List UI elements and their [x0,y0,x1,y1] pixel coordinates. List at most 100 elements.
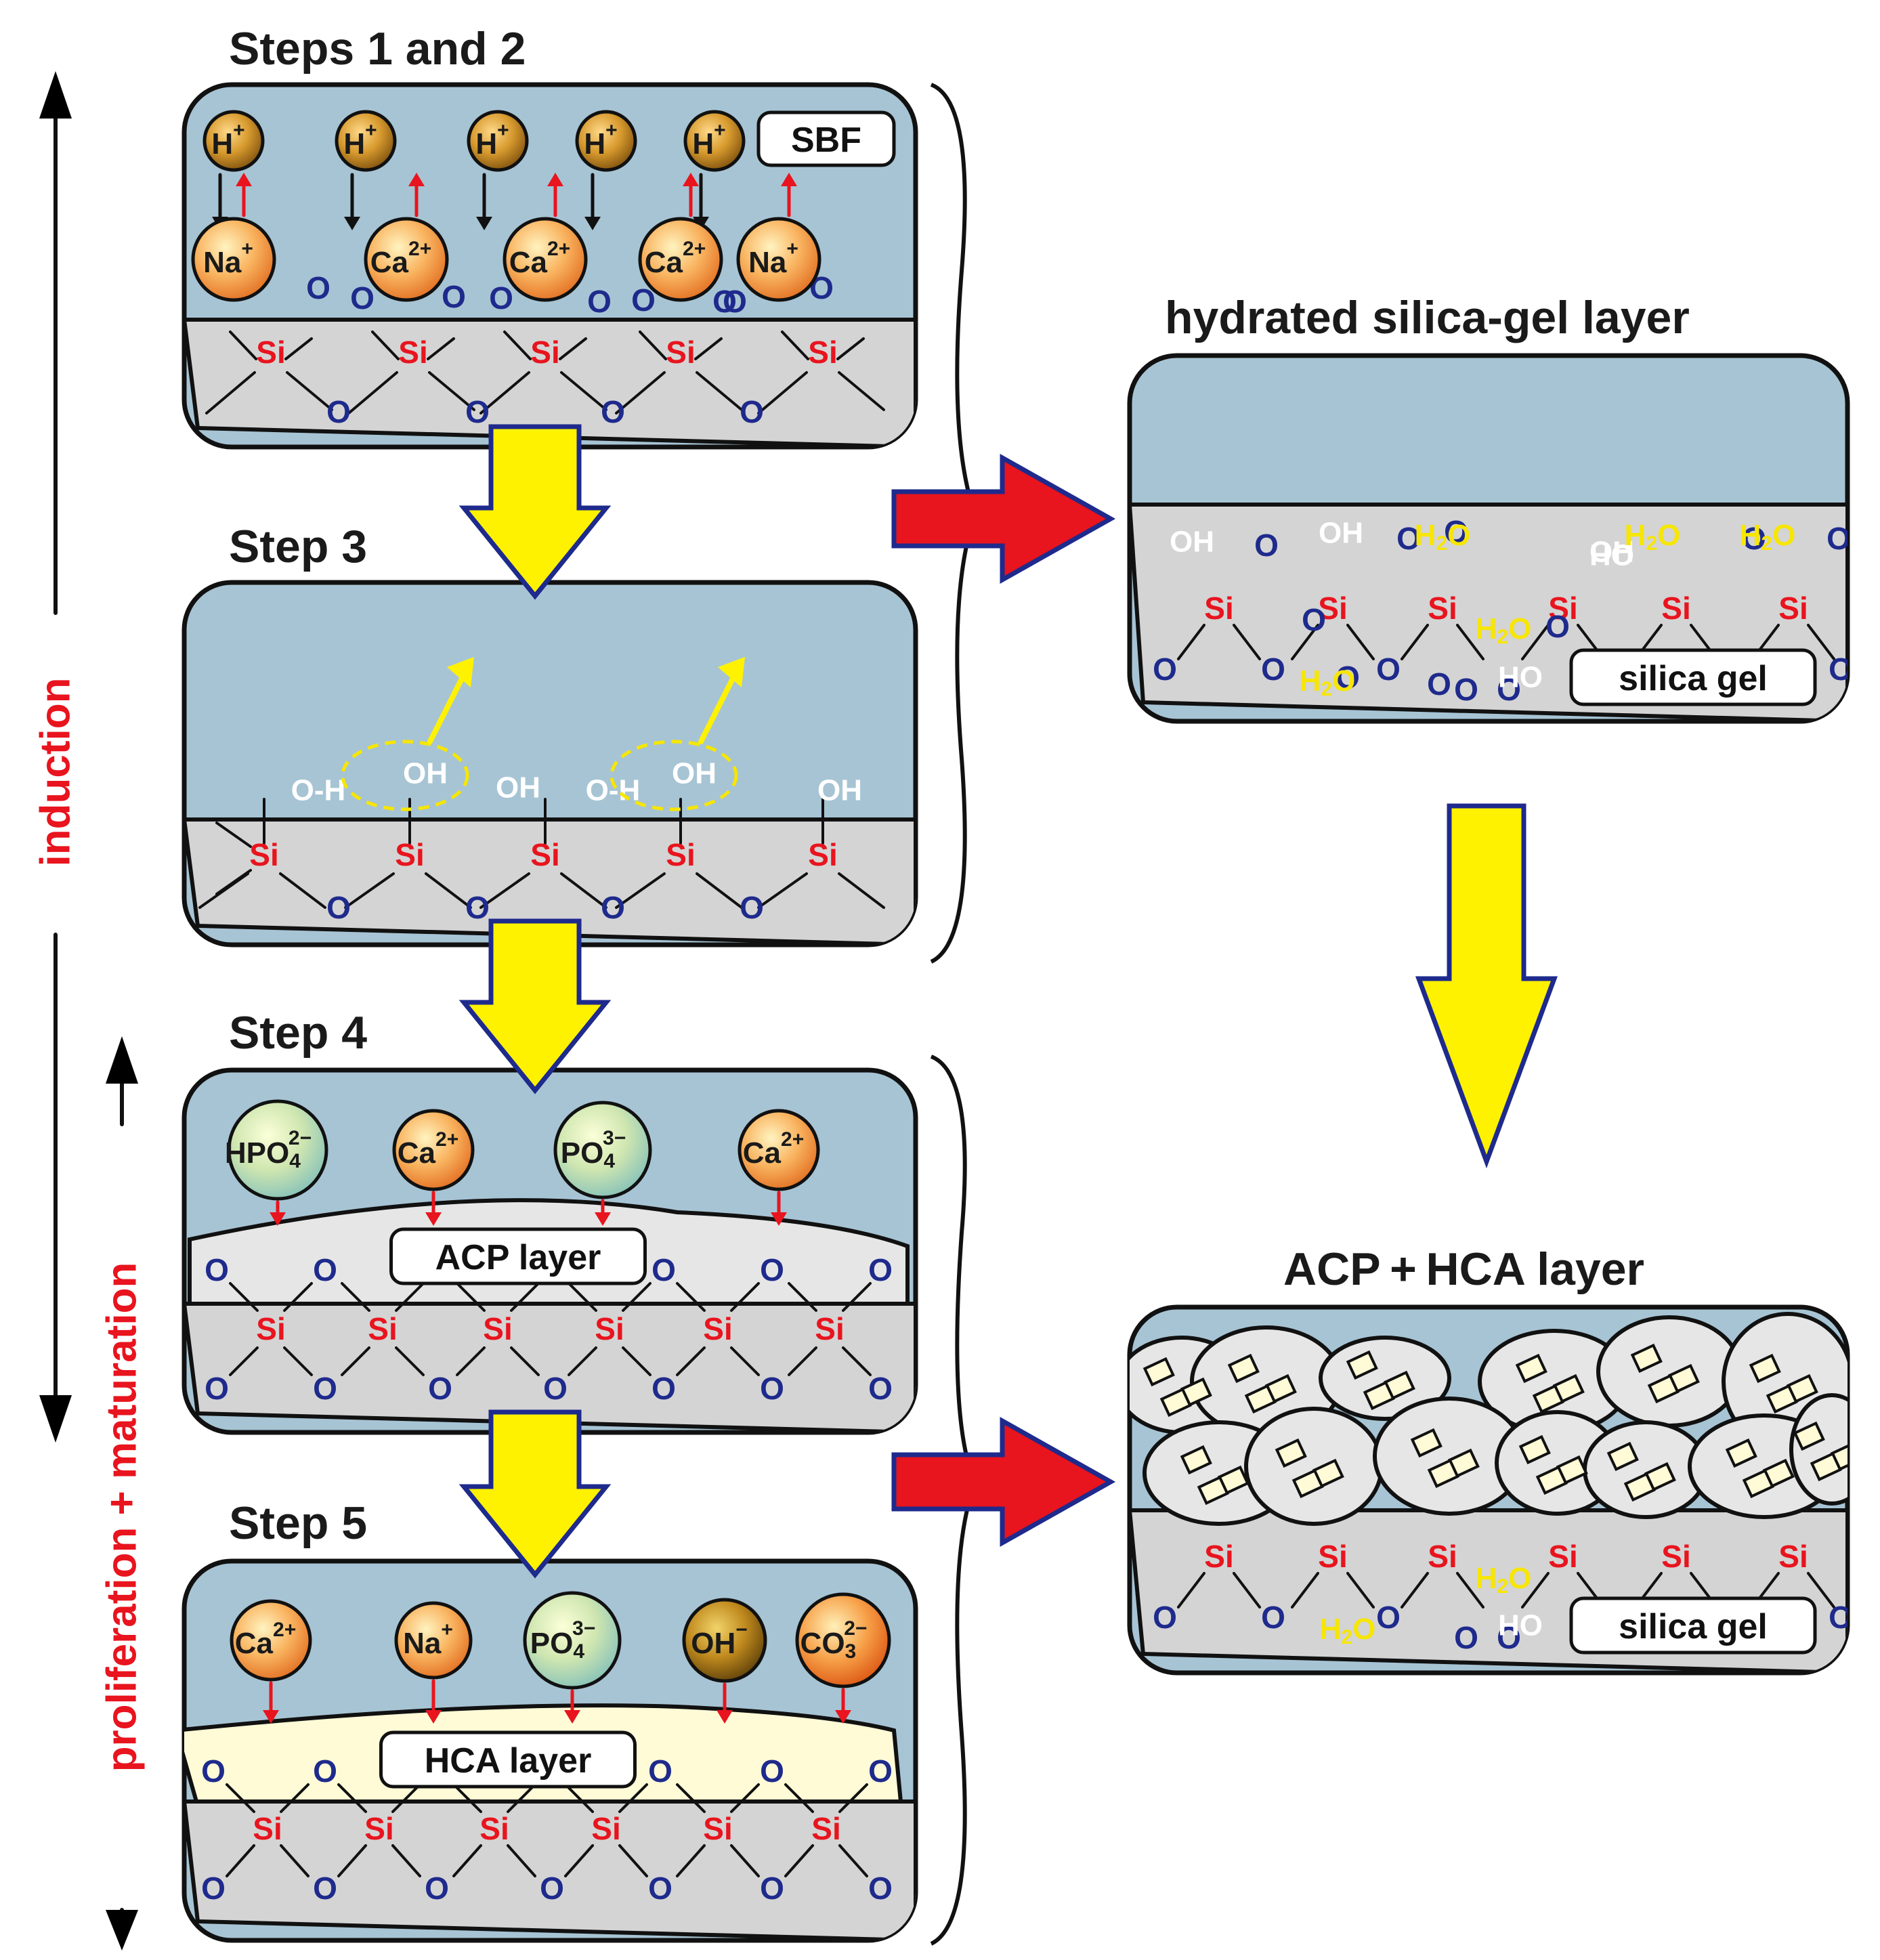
water-molecule: H2O [1300,664,1356,700]
bond-line [838,872,885,909]
cation: Ca2+ [503,217,588,302]
glass-substrate [184,1302,916,1432]
oxygen-atom: O [760,1252,784,1287]
hydrogen-ion: H+ [575,110,637,172]
si-atom: Si [811,1811,840,1846]
yellow-arrow-step12-to-3 [458,424,612,600]
water-molecule: H2O [1476,1562,1532,1598]
water-release-arrowhead [447,657,474,687]
bond-line [1521,1572,1550,1609]
bond-line [347,371,398,414]
solution-ion-circle [523,1591,622,1690]
si-atom: Si [483,1311,512,1346]
bond-line [395,1346,425,1376]
bond-line [280,1783,309,1813]
condensation-ellipse [610,740,738,811]
sbf-label-frame [756,110,896,167]
oxygen-atom: O [1261,1600,1285,1635]
solution-ion-label: Na+ [403,1619,453,1660]
solution-ion-circle [682,1598,767,1683]
bond-line [560,371,607,411]
si-atom: Si [595,1311,624,1346]
apatite-cluster [1789,1393,1847,1506]
cation-out-arrow [236,173,252,217]
cation-label: Na+ [748,238,798,279]
cation-out-arrow-head [547,173,563,186]
si-atom: Si [1204,591,1233,626]
si-atom: Si [1428,1539,1457,1574]
oxygen-atom: O [313,1252,337,1287]
hca-crystal [1244,1384,1277,1414]
bond-line [344,872,395,909]
cation-label: Ca2+ [645,238,706,279]
deposition-arrow-head [270,1212,286,1226]
bond-line [215,822,252,848]
red-arrow-to-silica-gel [891,454,1116,584]
si-atom: Si [530,335,559,370]
bond-line [838,1844,868,1877]
cation-circle [191,217,276,302]
deposition-arrow-head [771,1212,787,1226]
oxygen-atom: O [868,1371,893,1406]
bond-line [615,872,666,909]
oxygen-atom: O [1742,521,1766,556]
cation-out-arrow [781,173,797,217]
deposition-arrow [564,1689,580,1724]
bond-line [622,1346,651,1376]
si-atom: Si [368,1311,397,1346]
bond-line [337,1844,367,1877]
si-atom: Si [808,837,837,872]
oxygen-atom: O [543,1371,568,1406]
bond-line [337,1783,367,1813]
bond-line [757,872,808,909]
cation: Ca2+ [364,217,449,302]
si-atom: Si [395,837,424,872]
hca-crystal [1363,1380,1395,1411]
proliferation-arrow-top [106,1036,138,1084]
oxygen-atom: O [326,890,351,925]
bond-line [286,371,333,411]
title-hydrated-silica-gel-layer: hydrated silica-gel layer [1165,292,1690,343]
acp-layer-label: ACP layer [389,1227,647,1285]
oxygen-atom: O [868,1252,893,1287]
bond-line [341,1282,370,1312]
oxygen-atom: O [740,394,764,429]
bond-line [618,1783,648,1813]
oxygen-atom: O [540,1871,564,1906]
bond-line [425,872,472,909]
solution-ion: Ca2+ [392,1109,475,1191]
bond-line [507,1783,536,1813]
red-arrow-to-acp-hca [891,1417,1116,1547]
bond-line [229,1282,259,1312]
hydrogen-ion-circle [467,110,529,172]
bond-line [842,1282,872,1312]
panel-acp-hca-layer: SiSiSiSiSiSiOOOOOOOOHOH2OH2Osilica gel [1127,1304,1850,1676]
solution-ion-label: OH− [691,1619,748,1660]
oxygen-atom: O [205,1252,229,1287]
solution-ion-label: PO43− [561,1127,626,1172]
cation-out-arrow [408,173,425,217]
bond-line [564,1844,594,1877]
water-release-arrowhead [718,657,745,687]
oxygen-atom: O [868,1753,893,1789]
bond-line [284,337,313,360]
oxygen-atom: O [1427,666,1451,702]
bond-line [615,371,666,414]
si-atom: Si [1318,1539,1347,1574]
apatite-cluster [1319,1336,1451,1421]
solution-ion: CO32− [795,1592,891,1688]
hydrogen-ion-label: H+ [211,119,244,161]
solution-ion: Na+ [394,1601,473,1680]
bond-line [568,1346,597,1376]
hca-crystal [1427,1458,1459,1489]
surface-hydroxyl: OH [672,757,717,790]
hca-crystal [1623,1472,1656,1502]
oxygen-atom: O [601,890,625,925]
acp-layer-label-text: ACP layer [435,1238,601,1277]
bond-line [560,872,607,909]
si-atom: Si [1204,1539,1233,1574]
si-atom: Si [1428,591,1457,626]
bond-line [622,1282,651,1312]
